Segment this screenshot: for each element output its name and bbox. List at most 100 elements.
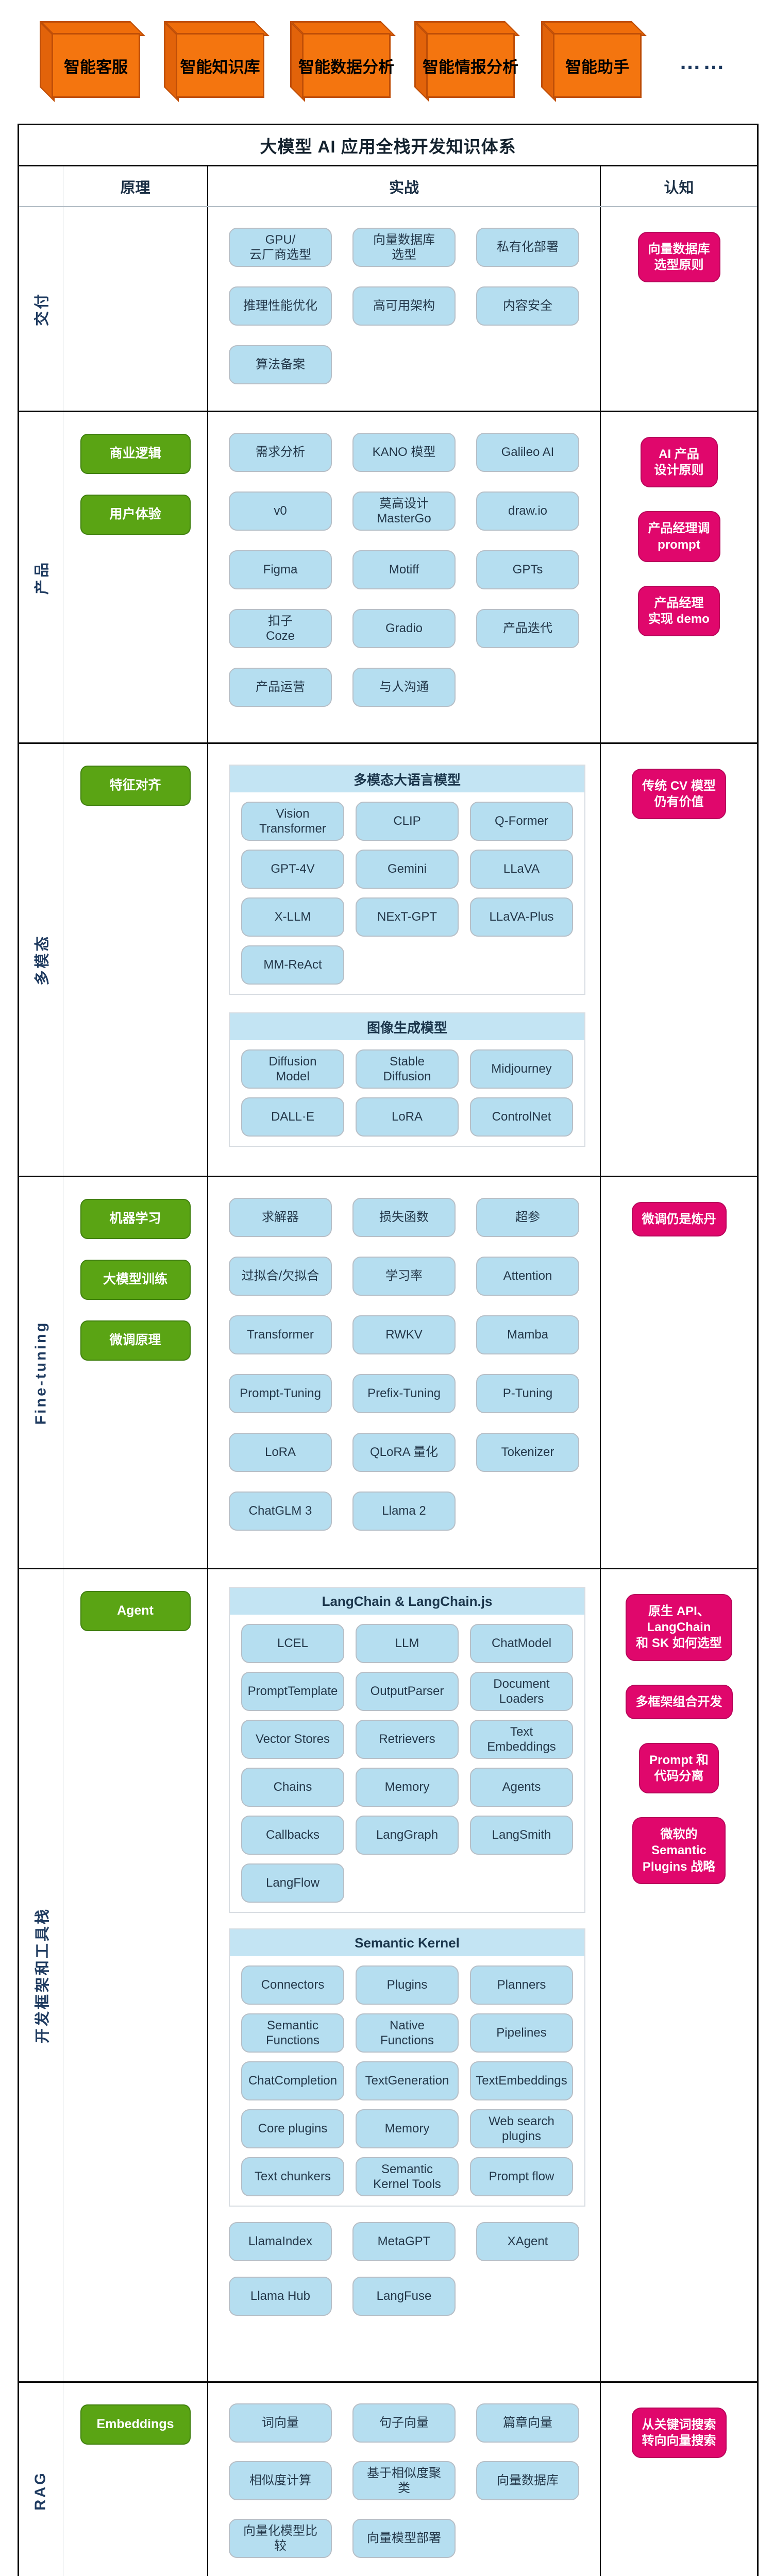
- practice-chip: LLaVA-Plus: [470, 897, 573, 937]
- row-label-cell: Fine-tuning: [19, 1177, 63, 1568]
- practice-chip: 扣子 Coze: [229, 609, 332, 648]
- practice-chip: 算法备案: [229, 345, 332, 384]
- principle-chip: 商业逻辑: [80, 434, 191, 474]
- cognition-badge: Prompt 和 代码分离: [639, 1742, 719, 1794]
- principle-column: Agent: [63, 1569, 208, 2381]
- cognition-badge: 多框架组合开发: [625, 1684, 733, 1719]
- practice-chip: RWKV: [352, 1315, 456, 1354]
- row-label-cell: 交付: [19, 207, 63, 411]
- practice-chip-row: 求解器损失函数超参: [229, 1198, 579, 1237]
- row-label: 多模态: [34, 934, 51, 986]
- app-cube: 智能助手: [541, 21, 647, 102]
- practice-chip: Memory: [356, 1768, 459, 1807]
- practice-chip-row: Text chunkers Semantic Kernel Tools Prompt…: [241, 2157, 584, 2196]
- practice-chip: Prefix-Tuning: [352, 1374, 456, 1413]
- header-spacer: [19, 166, 63, 206]
- practice-chip-row: MM-ReAct: [241, 945, 584, 985]
- app-cube: 智能客服: [39, 21, 145, 102]
- row-label: 开发框架和工具栈: [34, 1907, 51, 2044]
- practice-chip: Vector Stores: [241, 1720, 344, 1759]
- principle-column: 商业逻辑用户体验: [63, 412, 208, 742]
- more-apps-ellipsis: ……: [679, 49, 727, 74]
- practice-column: GPU/ 云厂商选型向量数据库 选型私有化部署推理性能优化高可用架构内容安全算法…: [208, 207, 601, 411]
- practice-chip: LoRA: [356, 1097, 459, 1137]
- practice-chip: KANO 模型: [352, 433, 456, 472]
- practice-chip: Semantic Kernel Tools: [356, 2157, 459, 2196]
- practice-chip: ChatModel: [470, 1624, 573, 1663]
- practice-chip: 篇章向量: [476, 2403, 579, 2443]
- cognition-column: 微调仍是炼丹: [601, 1177, 757, 1568]
- cognition-badge: 微调仍是炼丹: [631, 1202, 727, 1237]
- practice-chip: 产品迭代: [476, 609, 579, 648]
- practice-chip: Diffusion Model: [241, 1049, 344, 1089]
- practice-chip: Attention: [476, 1257, 579, 1296]
- practice-chip: Motiff: [352, 550, 456, 589]
- principle-chip: Embeddings: [80, 2404, 191, 2445]
- practice-chip: ChatGLM 3: [229, 1492, 332, 1531]
- section-delivery: 交付 GPU/ 云厂商选型向量数据库 选型私有化部署推理性能优化高可用架构内容安全…: [19, 207, 757, 411]
- practice-chip: Midjourney: [470, 1049, 573, 1089]
- practice-chip: 内容安全: [476, 286, 579, 326]
- practice-chip: OutputParser: [356, 1672, 459, 1711]
- principle-chip: 机器学习: [80, 1199, 191, 1239]
- practice-chip: Tokenizer: [476, 1433, 579, 1472]
- column-header-principle: 原理: [63, 166, 208, 206]
- practice-chip: ChatCompletion: [241, 2061, 344, 2100]
- practice-chip: Text Embeddings: [470, 1720, 573, 1759]
- column-header-cognition: 认知: [664, 179, 694, 196]
- practice-chip: 向量化模型比 较: [229, 2519, 332, 2558]
- practice-chip-row: 产品运营与人沟通: [229, 668, 579, 707]
- cube-front-face: 智能情报分析: [423, 33, 518, 98]
- practice-chip: 相似度计算: [229, 2461, 332, 2500]
- table-title-row: 大模型 AI 应用全栈开发知识体系: [19, 125, 757, 166]
- principle-chip: 大模型训练: [80, 1260, 191, 1300]
- practice-chip: NExT-GPT: [356, 897, 459, 937]
- practice-group-title: Semantic Kernel: [230, 1929, 584, 1956]
- practice-chip: QLoRA 量化: [352, 1433, 456, 1472]
- practice-group-title: LangChain & LangChain.js: [230, 1588, 584, 1615]
- cube-front-face: 智能助手: [553, 33, 642, 98]
- practice-chip: 莫高设计 MasterGo: [352, 492, 456, 531]
- practice-chip: Figma: [229, 550, 332, 589]
- practice-chip: ControlNet: [470, 1097, 573, 1137]
- practice-chip: XAgent: [476, 2222, 579, 2261]
- practice-chip: Prompt flow: [470, 2157, 573, 2196]
- practice-chip: Llama Hub: [229, 2277, 332, 2316]
- practice-chip: Plugins: [356, 1965, 459, 2005]
- practice-chip: Text chunkers: [241, 2157, 344, 2196]
- practice-chip: Callbacks: [241, 1816, 344, 1855]
- cognition-column: 从关键词搜索 转向向量搜索: [601, 2383, 757, 2576]
- practice-chip: Vision Transformer: [241, 802, 344, 841]
- practice-column: 词向量句子向量篇章向量相似度计算基于相似度聚 类向量数据库向量化模型比 较向量模…: [208, 2383, 601, 2576]
- practice-chip: 学习率: [352, 1257, 456, 1296]
- practice-chip: Connectors: [241, 1965, 344, 2005]
- app-cube: 智能数据分析: [290, 21, 396, 102]
- cognition-column: 传统 CV 模型 仍有价值: [601, 744, 757, 1176]
- row-label-cell: 开发框架和工具栈: [19, 1569, 63, 2381]
- practice-chip: LlamaIndex: [229, 2222, 332, 2261]
- principle-chip: Agent: [80, 1591, 191, 1631]
- row-label: 交付: [34, 292, 51, 326]
